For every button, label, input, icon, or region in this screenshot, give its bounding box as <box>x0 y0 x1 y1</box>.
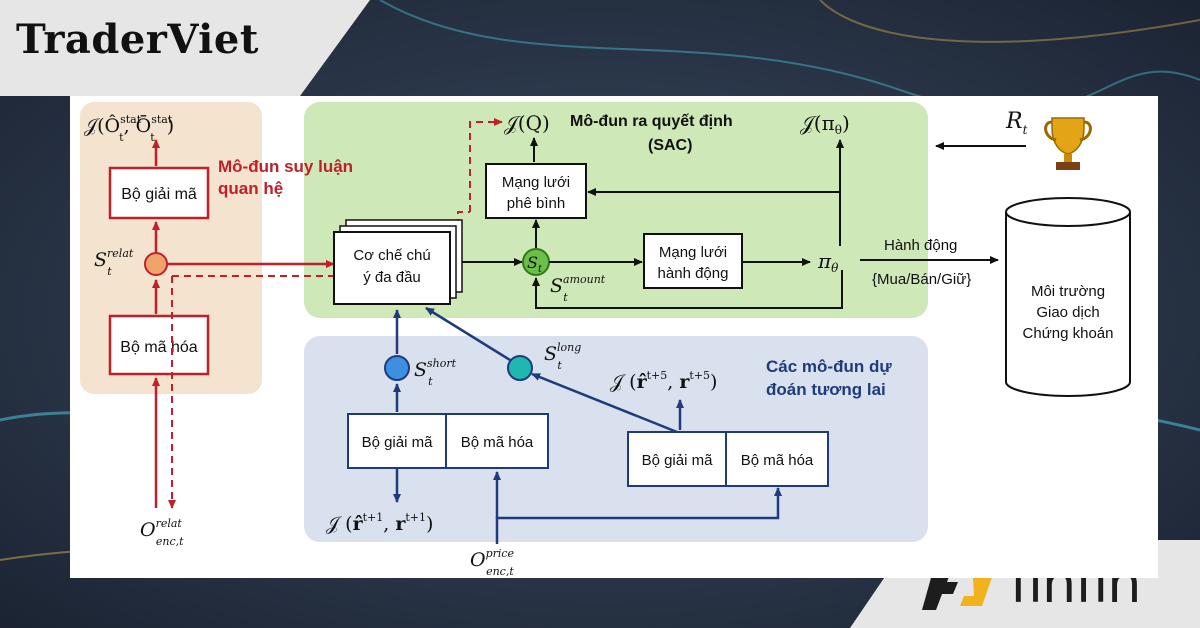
environment-label-2: Giao dịch <box>1036 304 1099 321</box>
future-module-title-1: Các mô-đun dự <box>766 357 892 376</box>
action-label: Hành động <box>884 237 957 254</box>
critic-label-1: Mạng lưới <box>502 174 570 191</box>
actor-label-2: hành động <box>658 265 729 282</box>
relation-module-title-2: quan hệ <box>218 179 283 198</box>
relation-decoder-label: Bộ giải mã <box>121 186 197 203</box>
state-long-node[interactable] <box>508 356 532 380</box>
loss-pi-label: 𝒥(πθ) <box>800 111 850 137</box>
relation-module-title-1: Mô-đun suy luận <box>218 157 353 176</box>
environment-label-3: Chứng khoán <box>1023 325 1114 342</box>
brand-band-left: TraderViet <box>0 0 370 96</box>
relation-encoder-label: Bộ mã hóa <box>120 339 197 356</box>
critic-label-2: phê bình <box>507 195 565 212</box>
traderviet-logo[interactable]: TraderViet <box>16 16 259 63</box>
state-relat-node[interactable] <box>145 253 167 275</box>
decision-module-title-2: (SAC) <box>648 137 692 154</box>
decision-module-title-1: Mô-đun ra quyết định <box>570 113 733 130</box>
short-decoder-label: Bộ giải mã <box>362 434 434 451</box>
long-decoder-label: Bộ giải mã <box>642 452 714 469</box>
short-encoder-label: Bộ mã hóa <box>461 434 534 451</box>
attention-label-2: ý đa đầu <box>363 269 421 286</box>
state-short-node[interactable] <box>385 356 409 380</box>
attention-box[interactable] <box>334 232 450 304</box>
actor-label-1: Mạng lưới <box>659 244 727 261</box>
loss-q-label: 𝒥(Q) <box>504 111 550 135</box>
action-options-label: {Mua/Bán/Giữ} <box>872 271 971 288</box>
future-module-title-2: đoán tương lai <box>766 380 886 399</box>
attention-label-1: Cơ chế chú <box>353 247 430 264</box>
long-encoder-label: Bộ mã hóa <box>741 452 814 469</box>
environment-label-1: Môi trường <box>1031 283 1105 300</box>
